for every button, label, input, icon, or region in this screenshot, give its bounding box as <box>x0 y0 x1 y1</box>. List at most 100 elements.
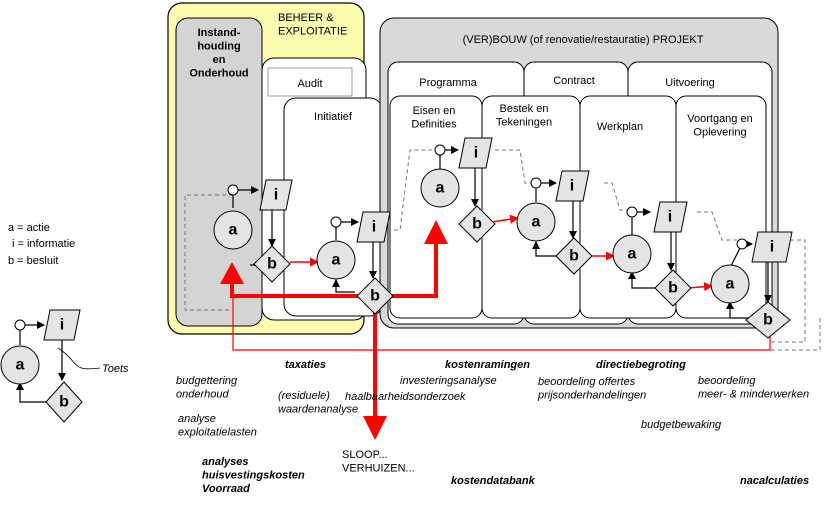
action-node-eisen <box>420 168 460 208</box>
legend-small-circle <box>14 319 26 331</box>
decision-node-instand <box>253 245 291 283</box>
arrow-bestek-b-a <box>532 241 556 257</box>
action-label-voortgang: a <box>726 276 735 293</box>
legend-line-informatie: i = informatie <box>12 238 75 250</box>
decision-node-werkplan <box>654 269 692 307</box>
legend-info-label: i <box>60 317 64 334</box>
action-label-initiatief: a <box>332 252 341 269</box>
small-circle-eisen <box>434 144 446 156</box>
project-title: (VER)BOUW (of renovatie/restauratie) PRO… <box>463 34 704 46</box>
legend-decision-node <box>45 381 83 423</box>
legend-decision-label: b <box>59 394 69 411</box>
red-arrow-werk-b-a <box>687 282 713 292</box>
action-node-werkplan <box>612 234 652 274</box>
contract-title: Contract <box>553 75 595 87</box>
arrow-voort-b-a <box>726 301 750 319</box>
decision-label-eisen: b <box>472 216 482 233</box>
werkplan-title: Werkplan <box>597 121 643 133</box>
info-node-eisen <box>458 137 493 169</box>
decision-label-werkplan: b <box>668 280 678 297</box>
legend-arrow-b-a <box>16 382 46 403</box>
red-return-line <box>232 292 771 351</box>
info-node-werkplan <box>653 201 688 233</box>
info-label-eisen: i <box>474 145 478 162</box>
info-label-bestek: i <box>570 178 574 195</box>
legend-line-actie: a = actie <box>8 222 50 234</box>
info-label-werkplan: i <box>668 209 672 226</box>
initiatief-panel <box>283 97 383 317</box>
legend-toets-line <box>57 347 101 370</box>
annot-kostendatabank: kostendatabank <box>451 475 536 487</box>
red-main-right <box>392 240 438 298</box>
info-label-instand: i <box>274 187 278 204</box>
arrow-werk-b-a <box>628 271 655 289</box>
uitvoering-title: Uitvoering <box>665 77 715 89</box>
audit-title: Audit <box>297 78 322 90</box>
annot-taxaties: taxaties <box>285 359 326 371</box>
decision-node-eisen <box>458 205 496 243</box>
legend-toets: Toets <box>102 363 129 375</box>
action-label-werkplan: a <box>628 246 637 263</box>
small-circle-voortgang <box>736 238 748 250</box>
dashed-loop-voortgang <box>768 239 806 343</box>
legend-action-label: a <box>16 357 25 374</box>
decision-label-bestek: b <box>569 248 579 265</box>
annot-nacalculaties: nacalculaties <box>740 475 809 487</box>
programma-title: Programma <box>419 77 477 89</box>
small-circle-instand <box>227 184 239 196</box>
red-arrow-eisen-b-a <box>491 214 519 224</box>
red-head-down <box>363 416 387 440</box>
annot-budgetbewaking: budgetbewaking <box>641 419 722 431</box>
action-label-bestek: a <box>532 214 541 231</box>
annot-sloop: SLOOP...VERHUIZEN... <box>342 449 415 474</box>
annot-directiebegroting: directiebegroting <box>596 359 686 371</box>
decision-node-voortgang <box>745 301 791 339</box>
action-label-instand: a <box>229 222 238 239</box>
small-circle-initiatief <box>330 216 342 228</box>
dashed-loop-bestek <box>604 182 630 211</box>
small-circle-werkplan <box>626 206 638 218</box>
info-node-instand <box>259 179 293 211</box>
small-circle-bestek <box>530 177 542 189</box>
decision-node-initiatief <box>356 277 394 315</box>
annot-haalbaarheid: haalbaarheidsonderzoek <box>345 391 466 403</box>
decision-node-bestek <box>555 237 593 275</box>
legend: a = actie i = informatie b = besluit a i… <box>0 222 129 423</box>
red-head-right <box>424 220 448 244</box>
annot-investeringsanalyse: investeringsanalyse <box>400 375 497 387</box>
legend-info-node <box>43 309 81 341</box>
decision-label-voortgang: b <box>763 312 773 329</box>
red-head-left <box>220 262 244 284</box>
info-label-initiatief: i <box>372 219 376 236</box>
action-node-instand <box>213 210 253 250</box>
legend-line-besluit: b = besluit <box>8 255 58 267</box>
legend-action-node <box>0 345 40 385</box>
info-node-voortgang <box>751 231 793 263</box>
dashed-loop-werkplan <box>697 211 740 241</box>
action-label-eisen: a <box>436 180 445 197</box>
annot-kostenramingen: kostenramingen <box>445 359 530 371</box>
action-node-voortgang <box>710 264 750 304</box>
arrow-init-b-a <box>332 279 355 293</box>
decision-label-instand: b <box>267 256 277 273</box>
dashed-loop-instand <box>184 194 234 311</box>
annot-residuele: (residuele)waardenanalyse <box>278 390 358 415</box>
action-node-initiatief <box>316 240 356 280</box>
initiatief-title: Initiatief <box>314 111 353 123</box>
red-main-left <box>230 282 358 298</box>
info-node-bestek <box>555 170 590 202</box>
info-node-initiatief <box>356 211 391 243</box>
action-node-bestek <box>516 202 556 242</box>
beheer-title: BEHEER &EXPLOITATIE <box>278 12 347 37</box>
info-label-voortgang: i <box>770 239 774 256</box>
